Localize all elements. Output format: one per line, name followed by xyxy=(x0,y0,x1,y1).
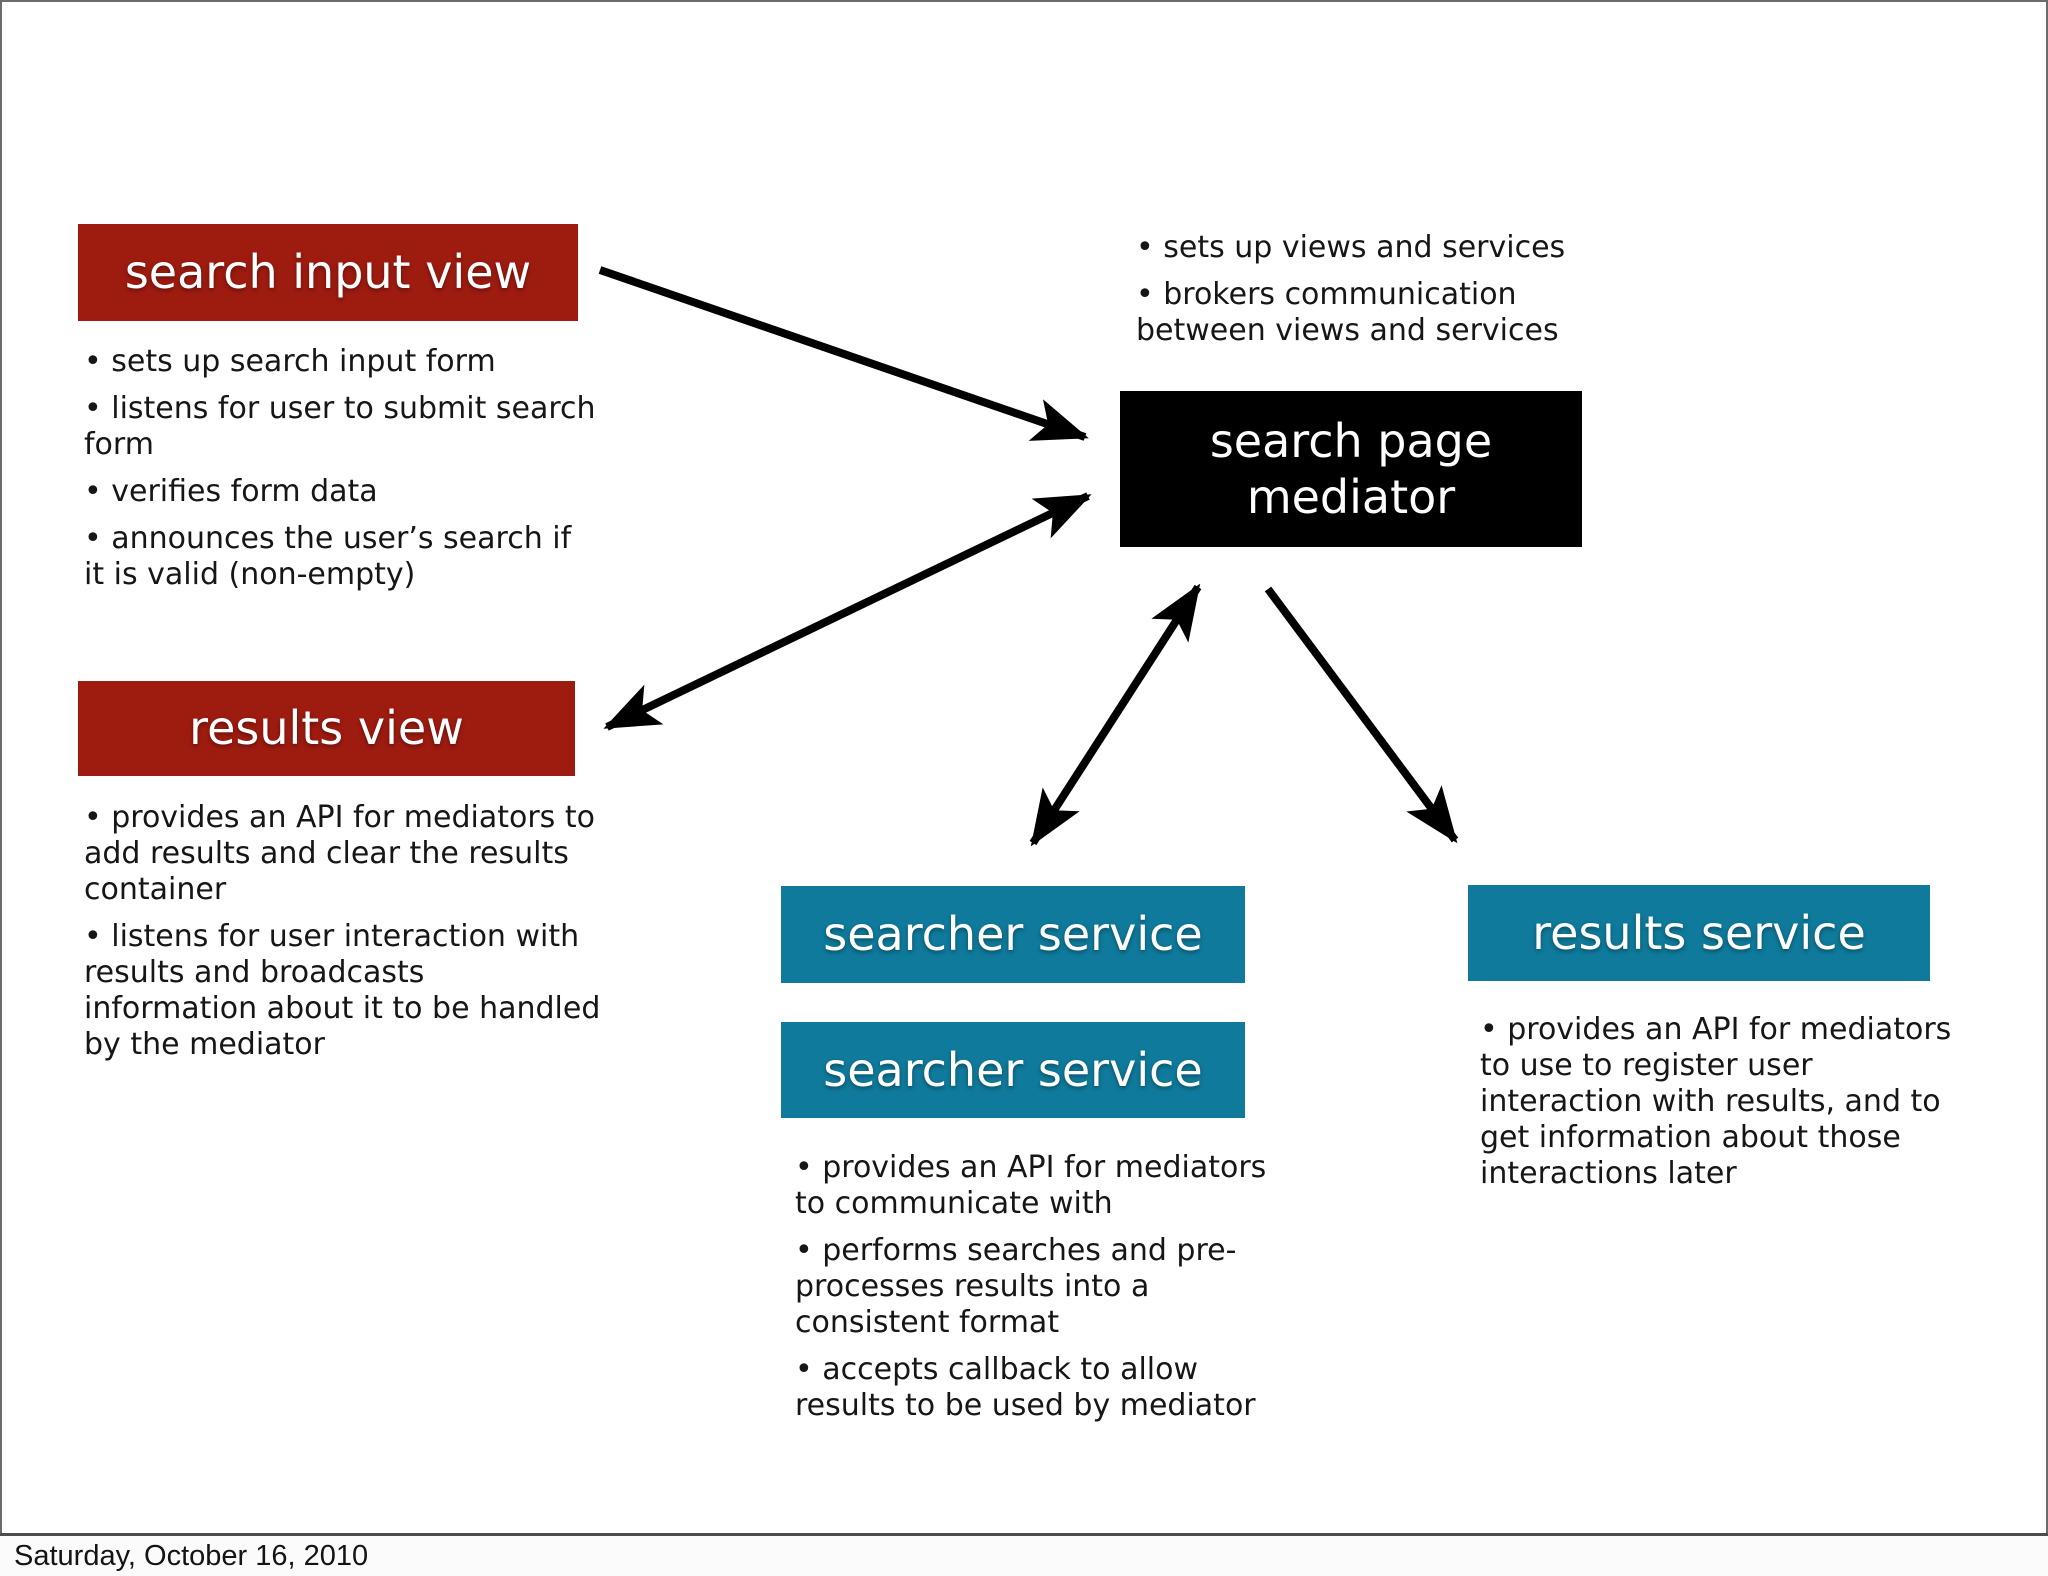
arrow-searcher-service-mediator-two-way xyxy=(1029,583,1202,847)
node-results-view: results view xyxy=(78,681,575,776)
node-results-service-label: results service xyxy=(1532,905,1866,960)
node-search-page-mediator: search page mediator xyxy=(1120,391,1582,547)
bullet-item: accepts callback to allow results to be … xyxy=(795,1352,1287,1424)
bullet-item: performs searches and pre-processes resu… xyxy=(795,1233,1287,1341)
footer-date: Saturday, October 16, 2010 xyxy=(14,1539,369,1572)
node-results-view-label: results view xyxy=(189,701,464,756)
bullet-item: brokers communication between views and … xyxy=(1136,277,1588,349)
node-search-input-view-label: search input view xyxy=(124,245,532,300)
bullet-item: provides an API for mediators to use to … xyxy=(1480,1012,1972,1192)
node-searcher-service-1: searcher service xyxy=(781,886,1245,983)
bullets-results-view: provides an API for mediators to add res… xyxy=(84,800,604,1074)
arrow-results-view-mediator-two-way xyxy=(603,492,1092,731)
bullet-item: sets up views and services xyxy=(1136,230,1588,266)
footer-bar: Saturday, October 16, 2010 xyxy=(0,1533,2048,1576)
bullet-item: verifies form data xyxy=(84,474,596,510)
node-search-page-mediator-label: search page mediator xyxy=(1209,413,1493,524)
bullet-item: provides an API for mediators to communi… xyxy=(795,1150,1287,1222)
bullets-results-service: provides an API for mediators to use to … xyxy=(1480,1012,1972,1203)
node-searcher-service-1-label: searcher service xyxy=(823,907,1203,962)
bullets-searcher-service: provides an API for mediators to communi… xyxy=(795,1150,1287,1435)
node-search-input-view: search input view xyxy=(78,224,578,321)
bullet-item: provides an API for mediators to add res… xyxy=(84,800,604,908)
bullet-item: listens for user to submit search form xyxy=(84,391,596,463)
bullet-item: sets up search input form xyxy=(84,344,596,380)
bullets-search-input-view: sets up search input form listens for us… xyxy=(84,344,596,604)
node-results-service: results service xyxy=(1468,885,1930,981)
bullet-item: listens for user interaction with result… xyxy=(84,919,604,1063)
node-searcher-service-2: searcher service xyxy=(781,1022,1245,1118)
bullets-search-page-mediator: sets up views and services brokers commu… xyxy=(1136,230,1588,360)
node-searcher-service-2-label: searcher service xyxy=(823,1042,1203,1097)
arrow-mediator-to-results-service xyxy=(1264,586,1459,844)
bullet-item: announces the user’s search if it is val… xyxy=(84,521,596,593)
arrow-search-input-view-to-mediator xyxy=(598,266,1089,441)
